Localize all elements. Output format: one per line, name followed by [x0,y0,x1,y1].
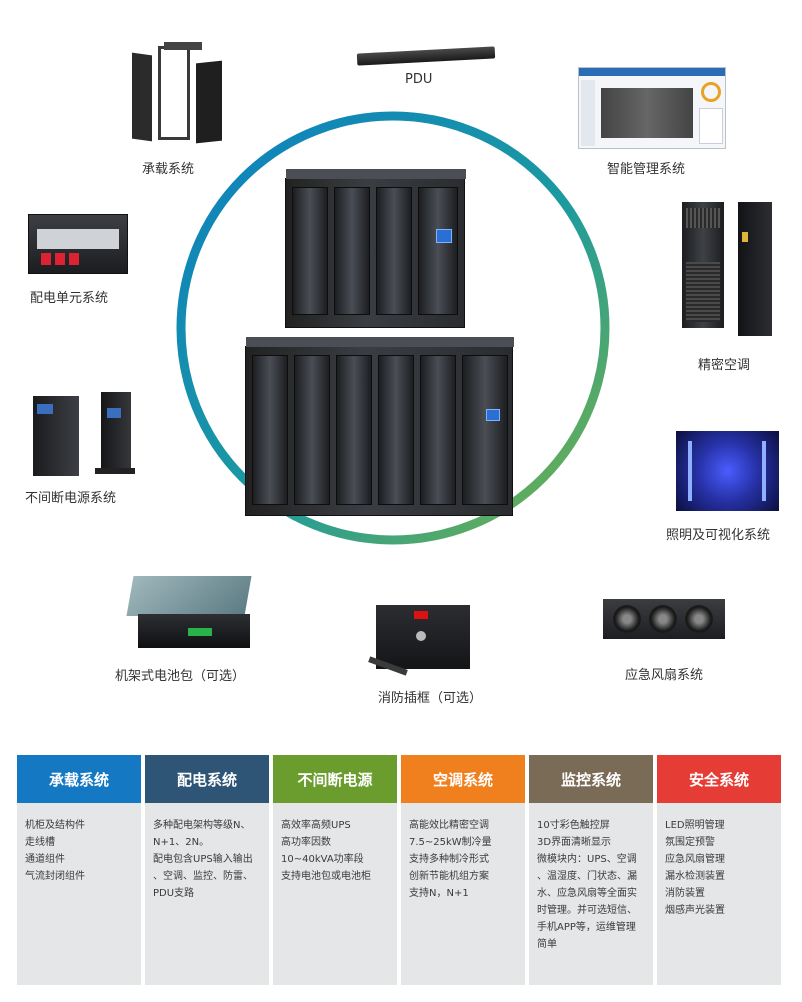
column-item: N+1、2N。 [153,837,210,848]
column-item: 配电包含UPS输入输出 [153,854,253,865]
column-title: 配电系统 [145,755,269,803]
column-item: 时管理。并可选短信、 [537,905,637,916]
lighting-label: 照明及可视化系统 [666,528,771,543]
column-item: 创新节能机组方案 [409,871,489,882]
column-item: 10寸彩色触控屏 [537,820,610,831]
column-item: 、温湿度、门状态、漏 [537,871,637,882]
column-item: 烟感声光装置 [665,905,725,916]
column-ups: 不间断电源 高效率高频UPS 高功率因数 10~40kVA功率段支持电池包或电池柜 [273,755,397,985]
load-bearing-image [128,42,226,144]
pdu-unit-label: 配电单元系统 [30,291,109,306]
column-title: 不间断电源 [273,755,397,803]
column-item: 高功率因数 [281,837,331,848]
column-air-conditioning: 空调系统 高能效比精密空调 7.5~25kW制冷量支持多种制冷形式创新节能机组方案… [401,755,525,985]
column-load-bearing: 承载系统 机柜及结构件走线槽通道组件气流封闭组件 [17,755,141,985]
column-items: 机柜及结构件走线槽通道组件气流封闭组件 [17,803,141,893]
column-item: 氛围定预警 [665,837,715,848]
column-item: LED照明管理 [665,820,725,831]
column-items: LED照明管理氛围定预警应急风扇管理漏水检测装置消防装置烟感声光装置 [657,803,781,927]
pdu-unit-image [28,210,128,276]
ups-image [33,388,135,478]
column-item: 3D界面清晰显示 [537,837,612,848]
lighting-image [676,431,779,511]
column-item: 走线槽 [25,837,55,848]
column-item: 多种配电架构等级N、 [153,820,251,831]
column-item: 气流封闭组件 [25,871,85,882]
column-item: 水、应急风扇等全面实 [537,888,637,899]
column-item: 漏水检测装置 [665,871,725,882]
micro-module-upper-image [285,160,485,335]
column-item: 支持N，N+1 [409,888,469,899]
pdu-label: PDU [405,72,433,87]
rack-battery-label: 机架式电池包（可选） [115,669,246,684]
load-bearing-label: 承载系统 [142,162,195,177]
column-item: 10~40kVA功率段 [281,854,364,865]
column-power-distribution: 配电系统 多种配电架构等级N、 N+1、2N。配电包含UPS输入输出、空调、监控、… [145,755,269,985]
precision-ac-label: 精密空调 [698,358,751,373]
column-items: 10寸彩色触控屏 3D界面清晰显示微模块内：UPS、空调、温湿度、门状态、漏水、应… [529,803,653,961]
column-title: 空调系统 [401,755,525,803]
system-ring [176,111,610,545]
column-item: 支持电池包或电池柜 [281,871,371,882]
column-item: 通道组件 [25,854,65,865]
column-title: 承载系统 [17,755,141,803]
column-item: 应急风扇管理 [665,854,725,865]
rack-battery-image [126,576,252,652]
column-items: 高效率高频UPS 高功率因数 10~40kVA功率段支持电池包或电池柜 [273,803,397,893]
column-item: 手机APP等，运维管理 [537,922,636,933]
column-item: 支持多种制冷形式 [409,854,489,865]
column-item: 消防装置 [665,888,705,899]
column-item: 简单 [537,939,557,950]
system-columns: 承载系统 机柜及结构件走线槽通道组件气流封闭组件 配电系统 多种配电架构等级N、… [17,755,783,985]
micro-module-lower-image [245,330,520,520]
pdu-image [356,44,496,66]
fire-insert-image [366,605,486,685]
column-title: 监控系统 [529,755,653,803]
precision-ac-image [680,202,775,336]
smart-management-label: 智能管理系统 [607,162,686,177]
column-item: 高能效比精密空调 [409,820,489,831]
column-item: 微模块内：UPS、空调 [537,854,637,865]
column-item: 7.5~25kW制冷量 [409,837,492,848]
emergency-fan-label: 应急风扇系统 [625,668,704,683]
column-title: 安全系统 [657,755,781,803]
emergency-fan-image [603,599,725,643]
column-monitoring: 监控系统 10寸彩色触控屏 3D界面清晰显示微模块内：UPS、空调、温湿度、门状态… [529,755,653,985]
fire-insert-label: 消防插框（可选） [378,691,483,706]
column-item: PDU支路 [153,888,195,899]
column-item: 高效率高频UPS [281,820,351,831]
column-items: 多种配电架构等级N、 N+1、2N。配电包含UPS输入输出、空调、监控、防雷、 PD… [145,803,269,910]
smart-management-image [578,67,726,149]
column-item: 机柜及结构件 [25,820,85,831]
ups-label: 不间断电源系统 [25,491,117,506]
column-item: 、空调、监控、防雷、 [153,871,253,882]
column-items: 高能效比精密空调 7.5~25kW制冷量支持多种制冷形式创新节能机组方案支持N，N… [401,803,525,910]
column-security: 安全系统 LED照明管理氛围定预警应急风扇管理漏水检测装置消防装置烟感声光装置 [657,755,781,985]
